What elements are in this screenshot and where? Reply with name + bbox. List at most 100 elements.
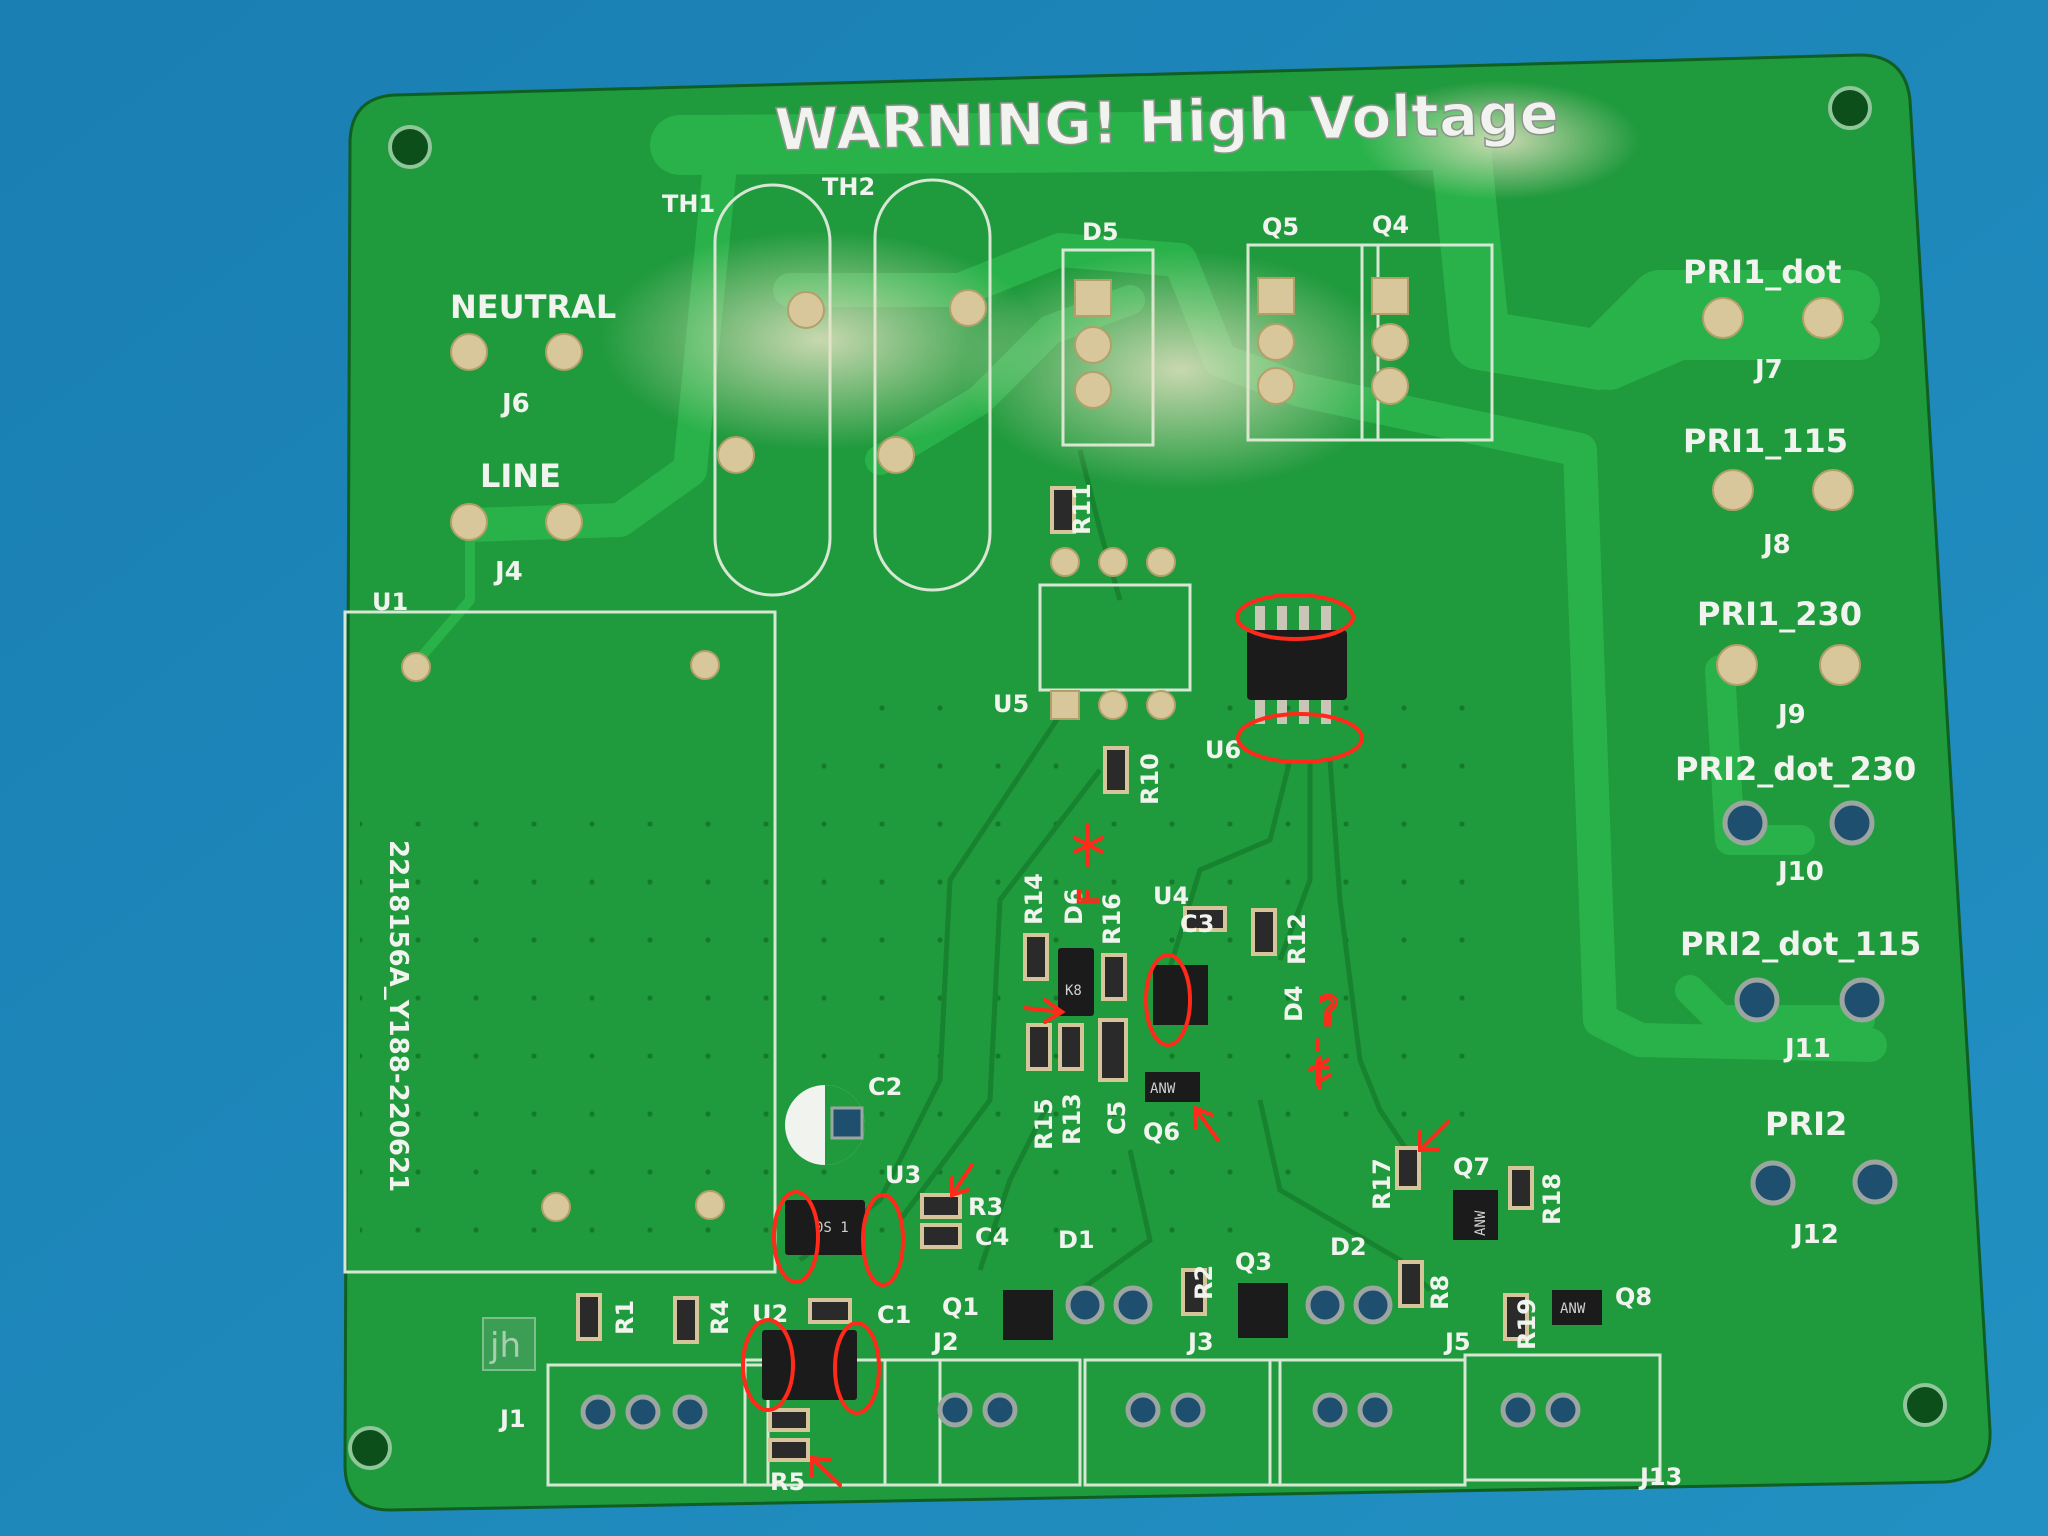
ref-j10: J10 bbox=[1776, 857, 1824, 887]
label-pri2-dot-230: PRI2_dot_230 bbox=[1675, 750, 1916, 788]
ref-r18: R18 bbox=[1538, 1173, 1566, 1225]
ref-d5: D5 bbox=[1082, 218, 1119, 246]
marking-u3: 0S 1 bbox=[815, 1220, 849, 1236]
annotation-circle-u4 bbox=[1144, 953, 1192, 1047]
annotation-arrow-q6 bbox=[1193, 1105, 1220, 1142]
smd-passives bbox=[576, 486, 1534, 1462]
signal-traces bbox=[798, 449, 1432, 1293]
label-neutral: NEUTRAL bbox=[450, 288, 616, 326]
ref-th2: TH2 bbox=[822, 173, 875, 201]
red-annotations bbox=[741, 593, 1450, 1487]
jh-logo: jh bbox=[482, 1317, 536, 1371]
capacitor-c2 bbox=[785, 1085, 865, 1165]
ref-q1: Q1 bbox=[942, 1293, 979, 1321]
ref-u3: U3 bbox=[885, 1161, 921, 1189]
ref-r15: R15 bbox=[1030, 1098, 1058, 1150]
date-code: 2218156A_Y188-220621 bbox=[383, 840, 413, 1192]
ref-j1: J1 bbox=[498, 1405, 526, 1433]
ref-q6: Q6 bbox=[1143, 1118, 1180, 1146]
annotation-arrow-r3 bbox=[950, 1163, 974, 1198]
label-pri1-dot: PRI1_dot bbox=[1683, 253, 1841, 291]
ref-u1: U1 bbox=[372, 588, 408, 616]
ref-j2: J2 bbox=[931, 1328, 959, 1356]
ref-j5: J5 bbox=[1443, 1328, 1471, 1356]
annotation-circle-u2-right bbox=[833, 1321, 881, 1415]
ref-r13: R13 bbox=[1058, 1093, 1086, 1145]
annotation-star-d6 bbox=[1073, 823, 1104, 867]
th-pads bbox=[401, 277, 1861, 1222]
label-pri2-dot-115: PRI2_dot_115 bbox=[1680, 925, 1921, 963]
ref-j8: J8 bbox=[1761, 530, 1791, 560]
ref-j6: J6 bbox=[500, 389, 530, 419]
ref-r14: R14 bbox=[1020, 873, 1048, 925]
ref-d2: D2 bbox=[1330, 1233, 1367, 1261]
annotation-circle-u3-right bbox=[861, 1193, 905, 1287]
ref-j7: J7 bbox=[1753, 355, 1783, 385]
ref-j9: J9 bbox=[1776, 700, 1806, 730]
ref-r8: R8 bbox=[1426, 1275, 1454, 1310]
ref-d4: D4 bbox=[1280, 985, 1308, 1022]
ref-j11: J11 bbox=[1783, 1034, 1831, 1064]
label-pri1-115: PRI1_115 bbox=[1683, 422, 1848, 460]
ref-r11: R11 bbox=[1068, 483, 1096, 535]
ref-th1: TH1 bbox=[662, 190, 715, 218]
label-pri1-230: PRI1_230 bbox=[1697, 595, 1862, 633]
ref-u6: U6 bbox=[1205, 736, 1241, 764]
ref-q7: Q7 bbox=[1453, 1153, 1490, 1181]
marking-q8: ANW bbox=[1560, 1301, 1586, 1317]
component-refs: TH1 TH2 D5 Q5 Q4 R11 U1 U5 U6 R10 R14 D6… bbox=[372, 173, 1682, 1496]
ref-c3: C3 bbox=[1180, 910, 1214, 938]
ref-j4: J4 bbox=[493, 557, 523, 587]
ref-u5: U5 bbox=[993, 690, 1029, 718]
ref-c4: C4 bbox=[975, 1223, 1009, 1251]
label-line: LINE bbox=[480, 457, 561, 495]
ref-r3: R3 bbox=[968, 1193, 1003, 1221]
ref-q4: Q4 bbox=[1372, 211, 1409, 239]
annotation-cross-d4b bbox=[1310, 1056, 1330, 1090]
th-pads-dark bbox=[580, 800, 1898, 1430]
ref-r12: R12 bbox=[1283, 913, 1311, 965]
annotation-circle-u2-left bbox=[741, 1318, 795, 1412]
marking-q6: ANW bbox=[1150, 1081, 1176, 1097]
ref-q8: Q8 bbox=[1615, 1283, 1652, 1311]
label-pri2: PRI2 bbox=[1765, 1105, 1847, 1143]
marking-d6: K8 bbox=[1065, 983, 1082, 999]
ref-u4: U4 bbox=[1153, 882, 1189, 910]
annotation-circle-u6-bottom bbox=[1236, 712, 1364, 764]
ref-r2: R2 bbox=[1190, 1265, 1218, 1300]
ref-r10: R10 bbox=[1136, 753, 1164, 805]
annotation-circle-u6-top bbox=[1235, 593, 1355, 641]
annotation-question-mark: ? bbox=[1318, 989, 1339, 1035]
light-reflections bbox=[600, 80, 1640, 490]
marking-q7: ANW bbox=[1473, 1210, 1489, 1236]
ref-r19: R19 bbox=[1513, 1298, 1541, 1350]
ref-j3: J3 bbox=[1186, 1328, 1214, 1356]
warning-text: WARNING! High Voltage bbox=[774, 80, 1560, 164]
ref-q3: Q3 bbox=[1235, 1248, 1272, 1276]
annotation-circle-u3-left bbox=[772, 1190, 820, 1284]
ref-j13: J13 bbox=[1638, 1463, 1682, 1491]
ref-d1: D1 bbox=[1058, 1226, 1095, 1254]
ref-c5: C5 bbox=[1103, 1101, 1131, 1135]
annotation-d6-mark: F bbox=[1072, 889, 1105, 905]
ref-j12: J12 bbox=[1791, 1220, 1839, 1250]
ref-c1: C1 bbox=[877, 1301, 911, 1329]
ref-r17: R17 bbox=[1368, 1158, 1396, 1210]
mounting-holes bbox=[348, 86, 1947, 1470]
ref-r5: R5 bbox=[770, 1468, 805, 1496]
annotation-arrow-d6 bbox=[1023, 998, 1066, 1024]
ref-c2: C2 bbox=[868, 1073, 902, 1101]
ref-q5: Q5 bbox=[1262, 213, 1299, 241]
ref-r4: R4 bbox=[706, 1300, 734, 1335]
annotation-arrow-r5 bbox=[810, 1455, 842, 1487]
ref-r1: R1 bbox=[611, 1300, 639, 1335]
ic-packages bbox=[762, 630, 1602, 1400]
ground-pour-vias bbox=[360, 670, 1510, 1280]
ic-pins bbox=[1255, 606, 1331, 724]
ref-d6: D6 bbox=[1060, 888, 1088, 925]
annotation-arrow-r17 bbox=[1418, 1120, 1450, 1152]
jh-logo-text: jh bbox=[489, 1326, 521, 1366]
ref-r16: R16 bbox=[1098, 893, 1126, 945]
chip-markings: ANW ANW ANW K8 0S 1 bbox=[815, 983, 1586, 1317]
